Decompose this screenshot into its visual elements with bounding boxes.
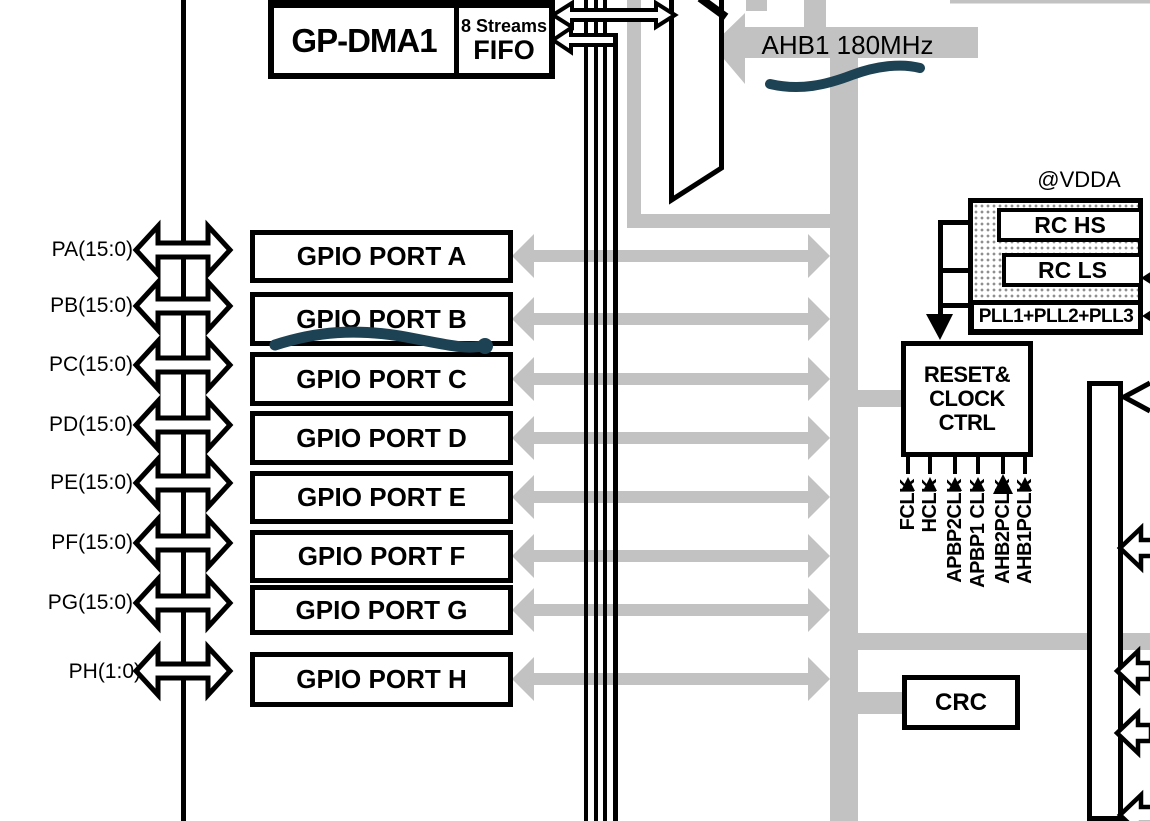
pin-label-pc: PC(15:0) xyxy=(48,353,133,376)
reset-line1: RESET& xyxy=(923,361,1011,387)
clock-label-ahb2pclk: AHB2PCLK xyxy=(992,479,1014,584)
gp-dma1-title: GP-DMA1 xyxy=(291,21,437,59)
top-edge-bus xyxy=(950,0,1150,4)
cutoff-arrow-fragment xyxy=(697,0,729,21)
pll-box: PLL1+PLL2+PLL3 xyxy=(969,300,1143,334)
clock-label-fclk: FCLK xyxy=(897,479,919,531)
pll-edge-tick xyxy=(1142,310,1150,322)
clock-label-apbp1clk: APBP1 CLK xyxy=(967,479,989,588)
pin-label-ph: PH(1:0) xyxy=(68,660,141,683)
down-arrowhead xyxy=(926,314,953,340)
port-pin-arrows xyxy=(136,226,230,695)
gpio-port-c-box: GPIO PORT C xyxy=(250,352,513,406)
left-boundary-line xyxy=(181,0,186,821)
gpio-c-bus-arrow xyxy=(512,357,830,401)
pe-arrow xyxy=(136,459,230,507)
l-connector-horizontal xyxy=(627,214,832,228)
gp-dma1-block: GP-DMA1 8 Streams FIFO xyxy=(268,0,555,79)
ahb1-bus-label: AHB1 180MHz xyxy=(761,30,934,60)
gpio-port-h-box: GPIO PORT H xyxy=(250,652,513,707)
gpio-port-e-box: GPIO PORT E xyxy=(250,471,513,524)
pa-arrow xyxy=(136,226,230,274)
gpio-port-a-box: GPIO PORT A xyxy=(250,230,513,283)
gpio-port-g-box: GPIO PORT G xyxy=(250,585,513,635)
crc-bus-stub xyxy=(858,692,902,714)
gpio-port-f-box: GPIO PORT F xyxy=(250,530,513,583)
rc-ls-box: RC LS xyxy=(1002,253,1143,287)
pd-arrow xyxy=(136,401,230,449)
pin-label-pb: PB(15:0) xyxy=(50,294,133,317)
pin-label-pd: PD(15:0) xyxy=(48,413,133,436)
edge-chevron-arrow xyxy=(1118,380,1150,414)
fifo-cell: 8 Streams FIFO xyxy=(454,8,549,73)
pin-label-pe: PE(15:0) xyxy=(50,471,133,494)
fifo-label: FIFO xyxy=(473,35,535,65)
bus-stub-top-2 xyxy=(804,0,826,28)
gpio-f-bus-arrow xyxy=(512,534,830,578)
marker-scribble-ahb1 xyxy=(765,60,925,93)
pc-arrow xyxy=(136,341,230,389)
gpio-b-bus-arrow xyxy=(512,297,830,341)
pf-arrow xyxy=(136,519,230,567)
dma-busmatrix-arrow xyxy=(549,0,679,31)
crc-box: CRC xyxy=(902,675,1020,730)
gpio-d-bus-arrow xyxy=(512,416,830,460)
reset-bus-stub xyxy=(858,390,901,407)
clock-label-hclk: HCLK xyxy=(919,479,941,533)
clock-label-apbp2clk: APBP2CLK xyxy=(944,479,966,583)
bus-matrix-edge xyxy=(669,0,724,205)
l-connector-vertical xyxy=(627,0,641,228)
vertical-ahb-bus xyxy=(830,27,858,821)
bus-stub-top-1 xyxy=(746,0,767,11)
rc-hs-box: RC HS xyxy=(997,208,1143,242)
pin-label-pa: PA(15:0) xyxy=(51,238,133,261)
gpio-port-b-box: GPIO PORT B xyxy=(250,292,513,346)
reset-line2: CLOCK xyxy=(929,385,1005,411)
gpio-h-bus-arrow xyxy=(512,657,830,701)
ph-arrow xyxy=(136,647,230,695)
dma-peripheral-arrow xyxy=(549,24,617,56)
gray-bus-network xyxy=(512,0,1150,821)
pg-arrow xyxy=(136,579,230,627)
pb-arrow xyxy=(136,282,230,330)
gpio-a-bus-arrow xyxy=(512,234,830,278)
pin-label-pf: PF(15:0) xyxy=(51,531,133,554)
peripheral-column-box xyxy=(1087,381,1123,821)
vdda-label: @VDDA xyxy=(1037,167,1121,192)
streams-label: 8 Streams xyxy=(460,16,548,36)
reset-clock-ctrl-box: RESET& CLOCK CTRL xyxy=(901,341,1033,457)
reset-line3: CTRL xyxy=(938,410,996,436)
clock-label-ahb1pclk: AHB1PCLK xyxy=(1014,479,1036,584)
gpio-g-bus-arrow xyxy=(512,588,830,632)
gpio-e-bus-arrow xyxy=(512,475,830,519)
gpio-port-d-box: GPIO PORT D xyxy=(250,411,513,465)
pin-label-pg: PG(15:0) xyxy=(47,591,133,614)
